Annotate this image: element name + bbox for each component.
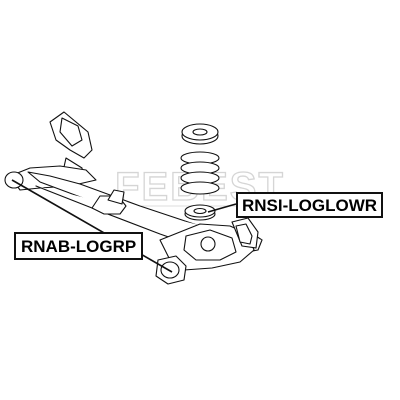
leader-line-top — [207, 203, 237, 213]
leader-line-bottom — [11, 179, 173, 273]
axle-beam — [4, 111, 263, 285]
leader-lines — [11, 179, 237, 273]
part-label-rnsi-loglowr: RNSI-LOGLOWR — [236, 192, 384, 218]
part-label-rnab-logrp: RNAB-LOGRP — [14, 232, 144, 260]
coil-spring-assembly — [180, 123, 220, 221]
